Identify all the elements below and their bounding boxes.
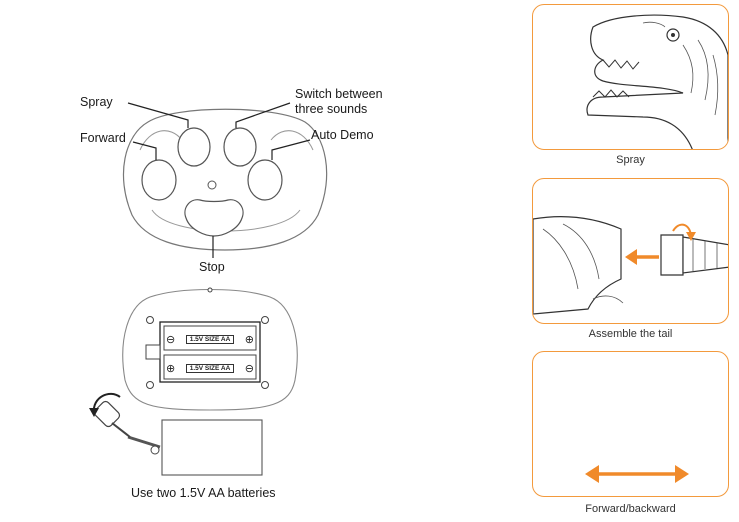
battery-diagram — [80, 285, 320, 485]
label-auto-demo: Auto Demo — [311, 128, 374, 142]
dinosaur-head-drawing — [586, 14, 728, 149]
battery-cell-label: 1.5V SIZE AA — [185, 363, 235, 373]
label-forward: Forward — [80, 131, 126, 145]
panel-assemble-tail-caption: Assemble the tail — [588, 328, 673, 340]
label-spray: Spray — [80, 95, 113, 109]
label-switch-sounds-line2: three sounds — [295, 102, 368, 116]
panel-spray — [532, 4, 729, 150]
battery-compartment-drawing — [89, 287, 298, 476]
battery-cell-bottom: ⊕ 1.5V SIZE AA ⊖ — [166, 359, 254, 377]
panel-assemble-tail — [532, 178, 729, 324]
panel-forward-backward-caption: Forward/backward — [585, 503, 676, 515]
battery-minus-icon: ⊖ — [166, 333, 176, 346]
battery-plus-icon: ⊕ — [166, 362, 176, 375]
battery-caption: Use two 1.5V AA batteries — [131, 486, 276, 500]
panel-spray-caption: Spray — [616, 154, 645, 166]
battery-minus-icon: ⊖ — [244, 362, 254, 375]
battery-cell-label: 1.5V SIZE AA — [185, 334, 235, 344]
remote-diagram — [0, 0, 440, 290]
battery-plus-icon: ⊕ — [244, 333, 254, 346]
tail-assembly-drawing — [533, 216, 728, 315]
label-switch-sounds-line1: Switch between — [295, 87, 383, 101]
remote-outline-drawing — [122, 102, 328, 258]
label-stop: Stop — [199, 260, 225, 274]
panel-forward-backward — [532, 351, 729, 497]
battery-cell-top: ⊖ 1.5V SIZE AA ⊕ — [166, 330, 254, 348]
forward-backward-drawing — [585, 465, 689, 483]
